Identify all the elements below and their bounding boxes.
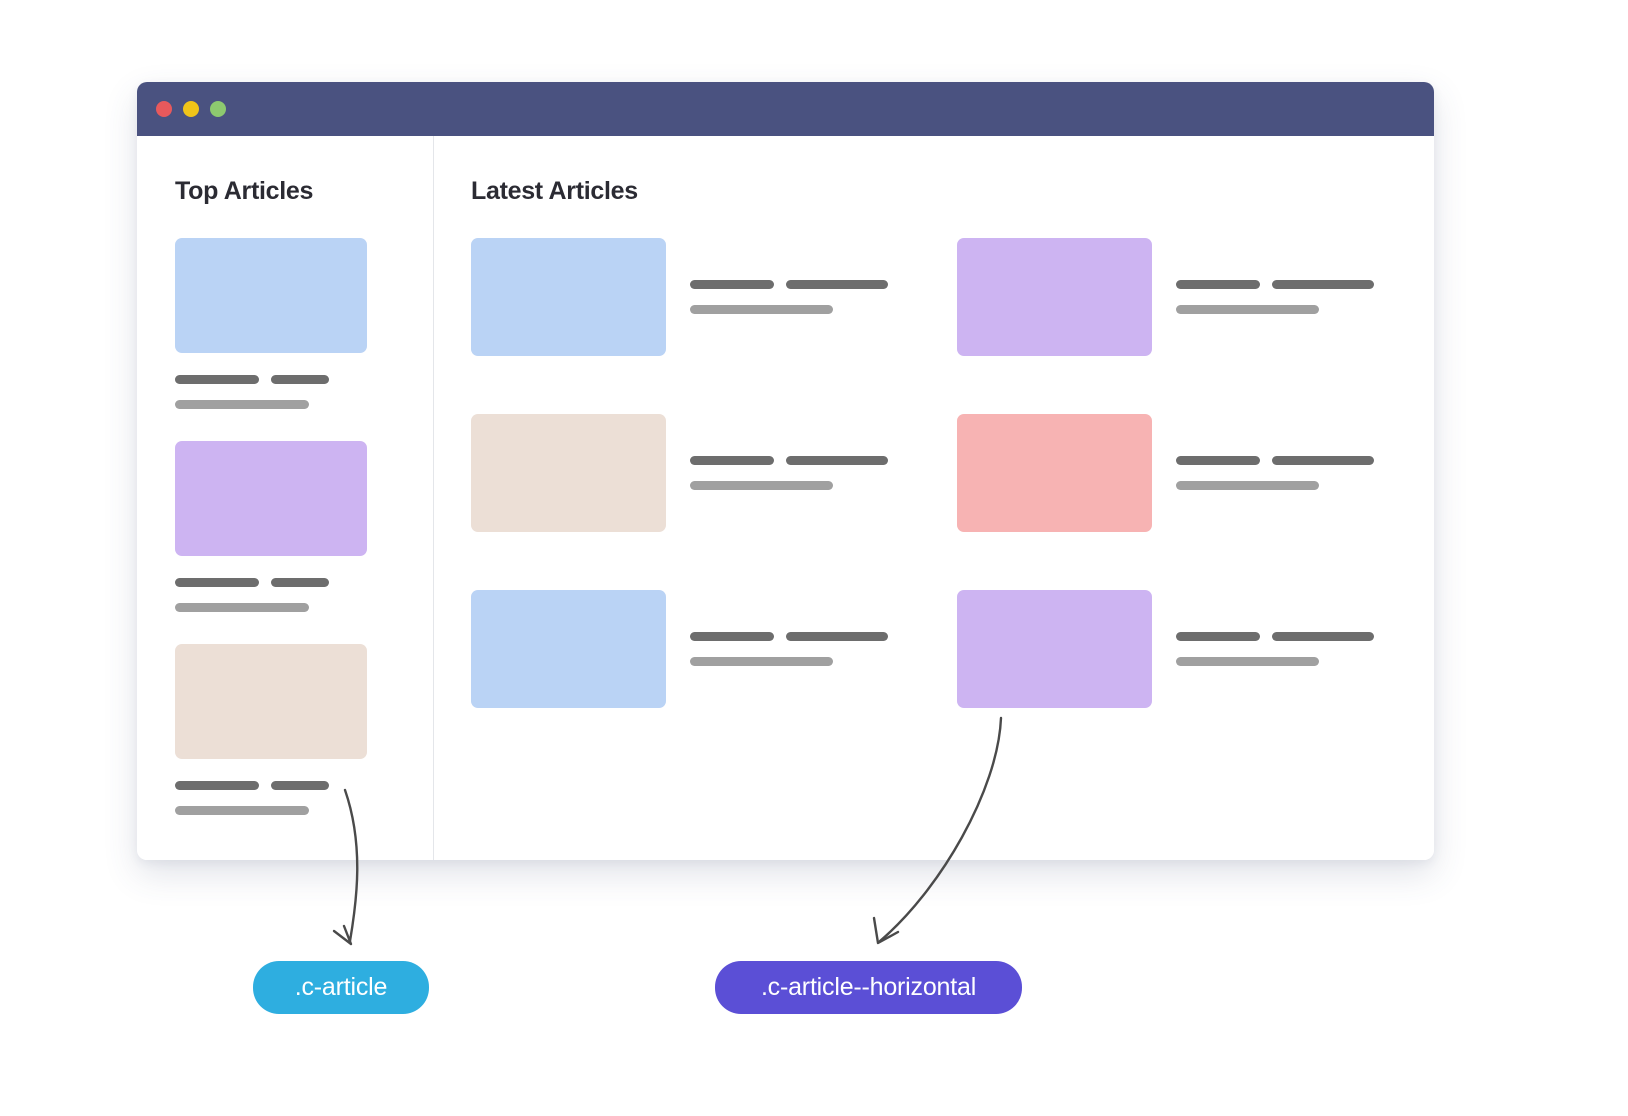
article-title-lines [175, 781, 367, 790]
callout-pill-c-article[interactable]: .c-article [253, 961, 429, 1014]
article-text-skeleton [175, 781, 367, 815]
column-divider [433, 136, 434, 860]
article-card[interactable] [175, 238, 367, 409]
skeleton-bar-title-b [1272, 280, 1374, 289]
skeleton-bar-meta [690, 657, 833, 666]
skeleton-bar-meta [690, 481, 833, 490]
top-articles-column: Top Articles [175, 136, 425, 815]
maximize-button[interactable] [210, 101, 226, 117]
article-thumbnail [471, 414, 666, 532]
window-controls [156, 101, 226, 117]
skeleton-bar-meta [1176, 305, 1319, 314]
latest-articles-column: Latest Articles [471, 136, 1401, 708]
top-articles-heading: Top Articles [175, 177, 314, 205]
article-title-lines [690, 280, 915, 289]
latest-articles-heading: Latest Articles [471, 177, 638, 205]
minimize-button[interactable] [183, 101, 199, 117]
skeleton-bar-meta [1176, 481, 1319, 490]
skeleton-bar-title-b [786, 632, 888, 641]
article-card-horizontal[interactable] [957, 238, 1401, 356]
window-titlebar [137, 82, 1434, 136]
skeleton-bar-title-a [175, 781, 259, 790]
article-title-lines [1176, 456, 1401, 465]
article-title-lines [1176, 632, 1401, 641]
latest-articles-grid [471, 238, 1401, 708]
skeleton-bar-title-b [271, 578, 329, 587]
callout-pill-c-article-horizontal[interactable]: .c-article--horizontal [715, 961, 1022, 1014]
skeleton-bar-title-a [690, 632, 774, 641]
article-thumbnail [471, 590, 666, 708]
article-card-horizontal[interactable] [471, 590, 915, 708]
skeleton-bar-title-a [1176, 632, 1260, 641]
skeleton-bar-meta [175, 400, 309, 409]
article-card[interactable] [175, 441, 367, 612]
article-title-lines [690, 456, 915, 465]
skeleton-bar-meta [175, 806, 309, 815]
skeleton-bar-title-a [175, 578, 259, 587]
article-title-lines [690, 632, 915, 641]
skeleton-bar-title-b [786, 456, 888, 465]
skeleton-bar-title-b [786, 280, 888, 289]
browser-window: Top Articles [137, 82, 1434, 860]
arrow-head-c-article [332, 924, 353, 946]
article-card-horizontal[interactable] [957, 590, 1401, 708]
article-text-skeleton [175, 375, 367, 409]
article-title-lines [1176, 280, 1401, 289]
skeleton-bar-title-a [690, 456, 774, 465]
window-content: Top Articles [137, 136, 1434, 860]
skeleton-bar-title-a [175, 375, 259, 384]
article-card[interactable] [175, 644, 367, 815]
skeleton-bar-title-b [1272, 456, 1374, 465]
skeleton-bar-title-b [271, 781, 329, 790]
skeleton-bar-meta [1176, 657, 1319, 666]
article-thumbnail [175, 238, 367, 353]
article-thumbnail [471, 238, 666, 356]
close-button[interactable] [156, 101, 172, 117]
top-articles-list [175, 238, 425, 815]
article-thumbnail [957, 238, 1152, 356]
skeleton-bar-title-b [271, 375, 329, 384]
article-text-skeleton [1176, 632, 1401, 666]
article-text-skeleton [690, 456, 915, 490]
article-thumbnail [957, 414, 1152, 532]
article-text-skeleton [690, 280, 915, 314]
article-card-horizontal[interactable] [471, 414, 915, 532]
article-thumbnail [957, 590, 1152, 708]
article-text-skeleton [175, 578, 367, 612]
skeleton-bar-title-a [690, 280, 774, 289]
article-text-skeleton [1176, 456, 1401, 490]
skeleton-bar-title-a [1176, 456, 1260, 465]
article-title-lines [175, 578, 367, 587]
arrow-head-c-article-horizontal [872, 916, 900, 945]
article-card-horizontal[interactable] [471, 238, 915, 356]
article-text-skeleton [690, 632, 915, 666]
article-thumbnail [175, 441, 367, 556]
skeleton-bar-meta [175, 603, 309, 612]
skeleton-bar-meta [690, 305, 833, 314]
article-title-lines [175, 375, 367, 384]
article-card-horizontal[interactable] [957, 414, 1401, 532]
article-thumbnail [175, 644, 367, 759]
skeleton-bar-title-a [1176, 280, 1260, 289]
article-text-skeleton [1176, 280, 1401, 314]
skeleton-bar-title-b [1272, 632, 1374, 641]
